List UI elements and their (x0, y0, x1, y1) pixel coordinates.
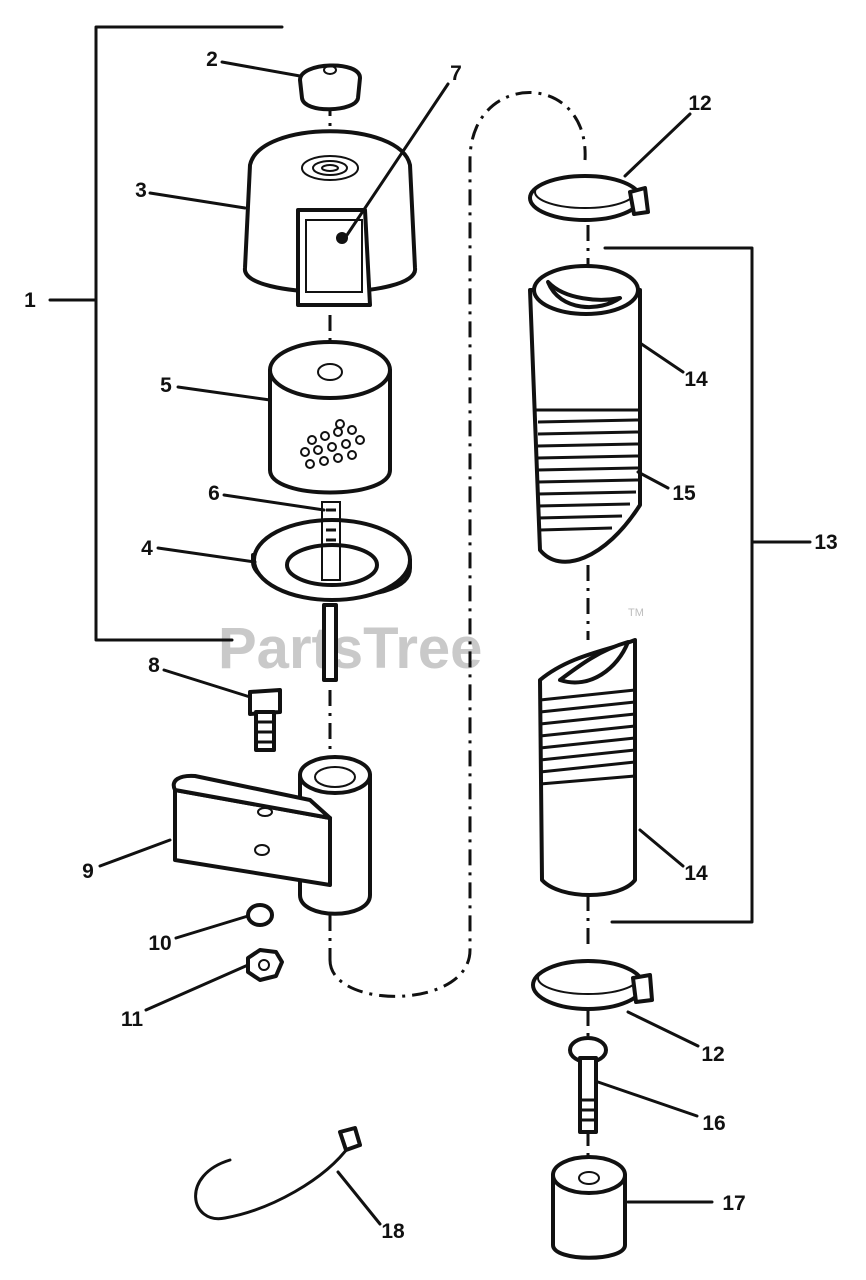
screw (568, 1036, 608, 1134)
air-cleaner-cover (243, 129, 417, 307)
callout-5: 5 (160, 374, 172, 397)
hose-routing-line (328, 91, 587, 998)
callout-7: 7 (450, 62, 462, 85)
hose-upper (528, 264, 642, 564)
watermark-trademark: TM (628, 607, 644, 619)
hose-clamp-bottom (531, 959, 654, 1011)
hose-clamp-top (528, 174, 650, 222)
callout-14-bottom: 14 (684, 862, 708, 885)
callout-14-top: 14 (684, 368, 708, 391)
callout-17: 17 (722, 1192, 745, 1215)
filter-base (251, 501, 412, 682)
decal-marker (336, 232, 348, 244)
callout-10: 10 (148, 932, 171, 955)
wing-nut-cap (298, 63, 362, 112)
callout-3: 3 (135, 179, 147, 202)
callout-4: 4 (141, 537, 153, 560)
spacer (551, 1155, 627, 1260)
callout-1: 1 (24, 289, 36, 312)
callout-2: 2 (206, 48, 218, 71)
lock-washer (246, 903, 274, 927)
bolt (248, 688, 282, 752)
callout-9: 9 (82, 860, 94, 883)
callout-8: 8 (148, 654, 160, 677)
filter-element (268, 340, 392, 495)
callout-13: 13 (814, 531, 837, 554)
leader-lines (98, 60, 714, 1226)
callout-16: 16 (702, 1112, 725, 1135)
hose-lower (538, 638, 637, 897)
callout-18: 18 (381, 1220, 405, 1243)
callout-15: 15 (672, 482, 696, 505)
callout-12-bottom: 12 (701, 1043, 724, 1066)
callout-11: 11 (121, 1008, 144, 1031)
callout-12-top: 12 (688, 92, 711, 115)
assembly-13-bracket (603, 246, 754, 924)
mounting-bracket (171, 755, 372, 916)
watermark-text: PartsTree (218, 616, 482, 681)
wire-tie (194, 1126, 362, 1221)
callout-6: 6 (208, 482, 220, 505)
assembly-1-bracket (94, 25, 284, 642)
nut (246, 948, 284, 982)
